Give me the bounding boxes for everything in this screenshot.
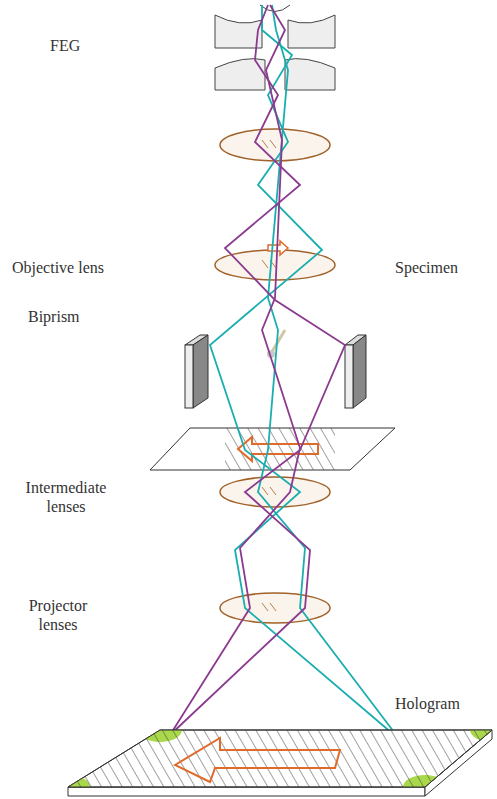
part-label: Biprism [28,307,128,326]
part-label: Hologram [395,694,490,713]
part-label: Intermediate lenses [10,478,122,516]
part-label: FEG [50,36,110,55]
part-label: Projector lenses [8,596,108,634]
part-label: Objective lens [12,258,142,277]
part-label: Specimen [395,258,490,277]
